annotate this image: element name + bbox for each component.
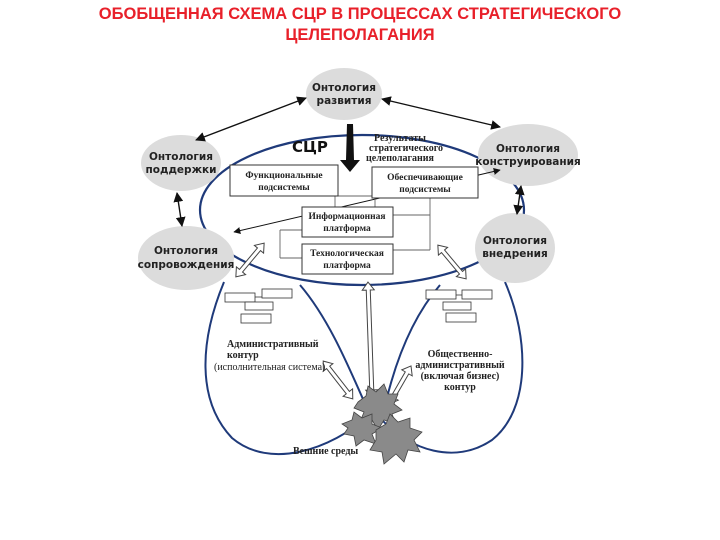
ontology-construction: Онтология конструирования xyxy=(475,124,581,186)
ontology-accompaniment-line-2: сопровождения xyxy=(138,259,235,271)
scr-label: СЦР xyxy=(292,138,328,156)
box-supporting-line-2: подсистемы xyxy=(399,185,451,195)
box-technology-platform: Технологическая платформа xyxy=(301,243,394,275)
title-line-2: ЦЕЛЕПОЛАГАНИЯ xyxy=(285,26,435,44)
ontology-accompaniment-line-1: Онтология xyxy=(154,245,218,257)
ontology-support-line-2: поддержки xyxy=(146,164,217,176)
ontology-implementation-line-1: Онтология xyxy=(483,235,547,247)
box-supporting-subsystems: Обеспечивающие подсистемы xyxy=(371,166,479,199)
public-contour-line-2: административный xyxy=(415,360,505,371)
box-supporting-line-1: Обеспечивающие xyxy=(387,172,463,183)
admin-contour-line-1: Административный xyxy=(227,339,319,350)
box-information-platform: Информационная платформа xyxy=(301,206,394,238)
box-functional-line-2: подсистемы xyxy=(258,183,310,193)
public-contour-line-1: Общественно- xyxy=(428,349,493,360)
box-functional-subsystems: Функциональные подсистемы xyxy=(229,164,339,197)
arrow-accompaniment-to-scr xyxy=(235,242,265,278)
public-contour-line-4: контур xyxy=(444,382,476,393)
administrative-contour-outline xyxy=(204,281,372,455)
external-environment-shapes xyxy=(341,383,423,465)
development-to-scr-arrow xyxy=(340,124,360,172)
ontology-support: Онтология поддержки xyxy=(141,135,221,191)
box-technology-line-1: Технологическая xyxy=(310,249,384,259)
box-functional-line-1: Функциональные xyxy=(245,171,322,181)
box-information-line-1: Информационная xyxy=(308,211,385,222)
external-environment-label: Вешние среды xyxy=(293,446,358,457)
arrow-support-accompaniment xyxy=(173,192,186,227)
admin-contour-line-2: контур xyxy=(227,350,259,361)
arrow-environment-to-tech-platform xyxy=(361,281,379,399)
admin-org-chart xyxy=(224,288,293,324)
ontology-accompaniment: Онтология сопровождения xyxy=(138,226,235,290)
box-information-line-2: платформа xyxy=(323,223,371,234)
ontology-implementation-line-2: внедрения xyxy=(482,248,548,260)
ontology-support-line-1: Онтология xyxy=(149,151,213,163)
ontology-construction-line-1: Онтология xyxy=(496,143,560,155)
ontology-construction-line-2: конструирования xyxy=(475,156,580,168)
public-org-chart xyxy=(425,289,493,323)
arrow-development-support xyxy=(195,96,307,142)
public-contour-line-3: (включая бизнес) xyxy=(421,371,500,382)
page-title: ОБОБЩЕННАЯ СХЕМА СЦР В ПРОЦЕССАХ СТРАТЕГ… xyxy=(0,4,720,46)
arrow-implementation-to-scr xyxy=(437,244,467,280)
results-line-1: Результаты xyxy=(374,133,426,144)
box-connectors xyxy=(279,195,431,259)
title-line-1: ОБОБЩЕННАЯ СХЕМА СЦР В ПРОЦЕССАХ СТРАТЕГ… xyxy=(98,5,622,23)
arrow-development-construction xyxy=(381,96,501,130)
public-contour-outline xyxy=(380,281,524,454)
results-line-2: стратегического xyxy=(369,143,443,154)
ontology-implementation: Онтология внедрения xyxy=(475,213,555,283)
ontology-development-line-2: развития xyxy=(317,95,372,107)
arrow-environment-to-admin xyxy=(322,360,354,400)
results-line-3: целеполагания xyxy=(366,153,435,164)
ontology-development: Онтология развития xyxy=(306,68,382,120)
arrow-construction-implementation xyxy=(513,185,525,215)
ontology-development-line-1: Онтология xyxy=(312,82,376,94)
box-technology-line-2: платформа xyxy=(323,260,371,271)
admin-contour-line-3: (исполнительная система) xyxy=(214,362,325,373)
